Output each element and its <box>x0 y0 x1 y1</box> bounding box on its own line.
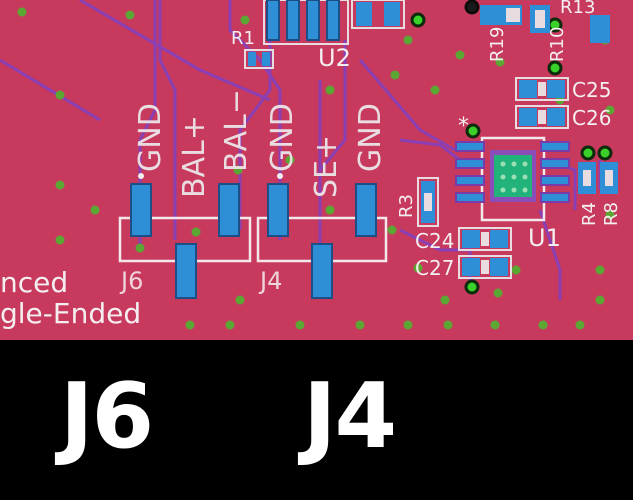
caption-label-j4: J4 <box>303 364 397 469</box>
active-vias <box>410 0 613 295</box>
caption-label-j6: J6 <box>60 364 154 469</box>
j6-footprint[interactable] <box>118 183 252 299</box>
pin-label-bal-minus: BAL− <box>219 89 254 172</box>
designator-r13: R13 <box>560 0 595 18</box>
designator-r3: R3 <box>396 194 417 218</box>
r4-r8-footprint[interactable] <box>578 162 618 194</box>
designator-r8: R8 <box>601 202 622 226</box>
silk-text-single-ended: gle-Ended <box>0 297 141 330</box>
u2-footprint[interactable] <box>263 0 349 45</box>
u1-footprint[interactable] <box>455 136 570 222</box>
designator-r19: R19 <box>487 27 508 62</box>
designator-c25: C25 <box>572 78 611 102</box>
c27-footprint[interactable] <box>458 255 512 279</box>
r3-footprint[interactable] <box>417 177 439 227</box>
designator-u2: U2 <box>318 44 351 72</box>
c25-footprint[interactable] <box>515 77 569 101</box>
designator-r1: R1 <box>231 28 255 49</box>
c26-footprint[interactable] <box>515 105 569 129</box>
top-passives[interactable] <box>244 0 610 69</box>
pcb-canvas[interactable]: GND BAL+ BAL− GND SE+ GND <box>0 0 633 340</box>
c24-footprint[interactable] <box>458 227 512 251</box>
pin1-dot-j6 <box>138 173 144 179</box>
pin-label-gnd-1: GND <box>133 103 168 172</box>
pin-label-gnd-2: GND <box>265 103 300 172</box>
designator-c24: C24 <box>415 229 454 253</box>
designator-j4: J4 <box>258 267 282 295</box>
pcb-layout-view[interactable]: GND BAL+ BAL− GND SE+ GND <box>0 0 633 340</box>
designator-r10: R10 <box>547 27 568 62</box>
pin-label-gnd-3: GND <box>353 103 388 172</box>
pin1-marker: * <box>458 114 469 139</box>
caption-panel <box>0 340 633 500</box>
vias <box>17 7 615 330</box>
designator-j6: J6 <box>119 267 143 295</box>
pin-label-se-plus: SE+ <box>309 135 344 198</box>
designator-u1: U1 <box>528 224 561 252</box>
pin-label-bal-plus: BAL+ <box>177 115 212 198</box>
designator-r4: R4 <box>579 202 600 226</box>
pin1-dot-j4 <box>277 173 283 179</box>
j4-footprint[interactable] <box>256 183 388 299</box>
designator-c26: C26 <box>572 106 611 130</box>
designator-c27: C27 <box>415 256 454 280</box>
silk-text-balanced: nced <box>0 266 68 299</box>
